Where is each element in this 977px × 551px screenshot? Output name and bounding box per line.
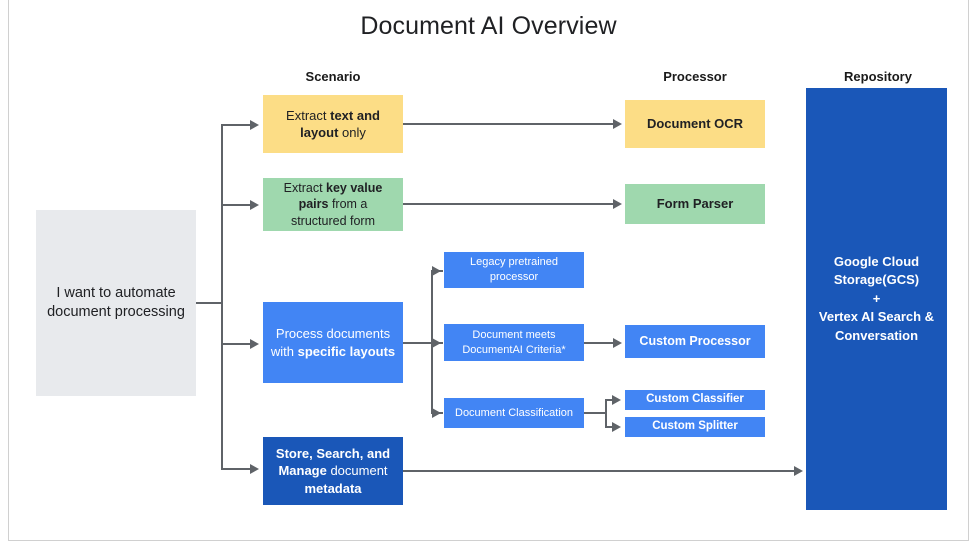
connector-classification-stem	[584, 412, 607, 414]
node-custom-classifier[interactable]: Custom Classifier	[625, 390, 765, 410]
node-entry-point[interactable]: I want to automate document processing	[36, 210, 196, 396]
column-header-processor: Processor	[663, 69, 727, 84]
connector-process-docs-stem	[403, 342, 433, 344]
repository-line-5: Conversation	[834, 327, 919, 343]
arrowhead-process-docs	[250, 339, 259, 349]
node-document-ocr[interactable]: Document OCR	[625, 100, 765, 148]
node-repository[interactable]: Google Cloud Storage(GCS) + Vertex AI Se…	[806, 88, 947, 510]
connector-criteria-to-custom-processor	[584, 342, 615, 344]
node-form-parser-label: Form Parser	[656, 196, 734, 212]
node-document-ocr-label: Document OCR	[646, 116, 744, 132]
connector-branch-extract-text	[221, 124, 252, 126]
arrowhead-form-parser	[613, 199, 622, 209]
arrowhead-custom-processor	[613, 338, 622, 348]
connector-extract-text-to-ocr	[403, 123, 615, 125]
arrowhead-document-ocr	[613, 119, 622, 129]
repository-line-4: Vertex AI Search &	[818, 309, 935, 325]
arrowhead-documentai-criteria	[432, 338, 441, 348]
frame-left-border	[8, 0, 9, 541]
arrowhead-legacy-pretrained	[432, 266, 441, 276]
connector-store-search-to-repository	[403, 470, 796, 472]
arrowhead-custom-splitter	[612, 422, 621, 432]
arrowhead-extract-text	[250, 120, 259, 130]
arrowhead-store-search	[250, 464, 259, 474]
connector-extract-kv-to-form-parser	[403, 203, 615, 205]
connector-branch-process-docs	[221, 343, 252, 345]
node-custom-processor[interactable]: Custom Processor	[625, 325, 765, 358]
node-entry-label: I want to automate document processing	[47, 284, 185, 320]
connector-branch-store-search	[221, 468, 252, 470]
node-custom-splitter[interactable]: Custom Splitter	[625, 417, 765, 437]
node-repository-label: Google Cloud Storage(GCS) + Vertex AI Se…	[813, 253, 940, 345]
page-title: Document AI Overview	[360, 12, 617, 40]
connector-to-custom-classifier	[605, 399, 617, 401]
connector-classification-split-vertical	[605, 399, 607, 428]
node-custom-classifier-label: Custom Classifier	[646, 393, 744, 406]
frame-right-border	[968, 0, 969, 541]
node-custom-processor-label: Custom Processor	[639, 334, 751, 349]
repository-line-2: Storage(GCS)	[833, 272, 920, 288]
arrowhead-repository	[794, 466, 803, 476]
arrowhead-extract-kv	[250, 200, 259, 210]
connector-branch-extract-kv	[221, 204, 252, 206]
connector-to-custom-splitter	[605, 426, 617, 428]
repository-line-1: Google Cloud	[833, 253, 920, 269]
frame-bottom-border	[8, 540, 969, 541]
node-custom-splitter-label: Custom Splitter	[652, 420, 738, 433]
arrowhead-custom-classifier	[612, 395, 621, 405]
node-document-classification[interactable]: Document Classification	[444, 398, 584, 428]
repository-line-3: +	[872, 290, 881, 306]
connector-trunk-vertical	[221, 124, 223, 468]
connector-entry-trunk	[196, 302, 223, 304]
node-classification-label: Document Classification	[455, 406, 573, 419]
column-header-scenario: Scenario	[305, 69, 361, 84]
arrowhead-document-classification	[432, 408, 441, 418]
node-form-parser[interactable]: Form Parser	[625, 184, 765, 224]
column-header-repository: Repository	[844, 69, 912, 84]
